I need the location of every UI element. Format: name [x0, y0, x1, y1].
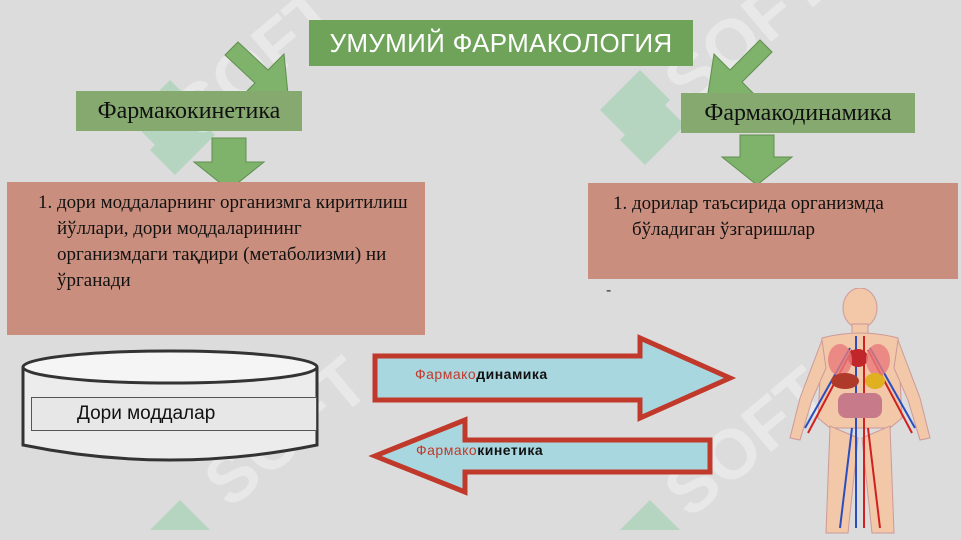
pharmacokinetics-description: дори моддаларнинг организмга киритилиш й…: [7, 182, 425, 335]
pharmacodynamics-list: дорилар таъсирида организмда бўладиган ў…: [588, 191, 948, 243]
arrow-left-label: Фармакокинетика: [416, 442, 543, 458]
watermark-logo-icon: [150, 500, 210, 530]
heading-pharmacodynamics: Фармакодинамика: [681, 93, 915, 133]
drum-label: Дори моддалар: [31, 397, 317, 431]
pharmacokinetics-list: дори моддаларнинг организмга киритилиш й…: [7, 190, 413, 294]
stomach-icon: [865, 373, 885, 389]
heading-pharmacokinetics: Фармакокинетика: [76, 91, 302, 131]
pharmacodynamics-description: дорилар таъсирида организмда бўладиган ў…: [588, 183, 958, 279]
arrow-left-suffix: кинетика: [477, 442, 543, 458]
liver-icon: [831, 373, 859, 389]
arrow-right-prefix: Фармако: [415, 366, 476, 382]
arrow-left-icon: [368, 416, 713, 496]
list-item: дорилар таъсирида организмда бўладиган ў…: [632, 191, 948, 243]
watermark-logo-icon: [600, 70, 685, 165]
watermark-logo-icon: [620, 500, 680, 530]
heart-icon: [848, 349, 868, 367]
dash-mark: -: [606, 282, 612, 299]
arrow-down-left-icon: [192, 137, 266, 191]
arrow-right-suffix: динамика: [476, 366, 548, 382]
arrow-down-right-icon: [720, 134, 794, 186]
page-title: УМУМИЙ ФАРМАКОЛОГИЯ: [309, 20, 693, 66]
lungs-icon: [828, 344, 852, 376]
arrow-left-prefix: Фармако: [416, 442, 477, 458]
list-item: дори моддаларнинг организмга киритилиш й…: [57, 190, 413, 294]
arrow-right-label: Фармакодинамика: [415, 366, 548, 382]
human-body-illustration: [789, 288, 931, 534]
intestines-icon: [838, 393, 882, 418]
arrow-right-icon: [372, 334, 737, 422]
